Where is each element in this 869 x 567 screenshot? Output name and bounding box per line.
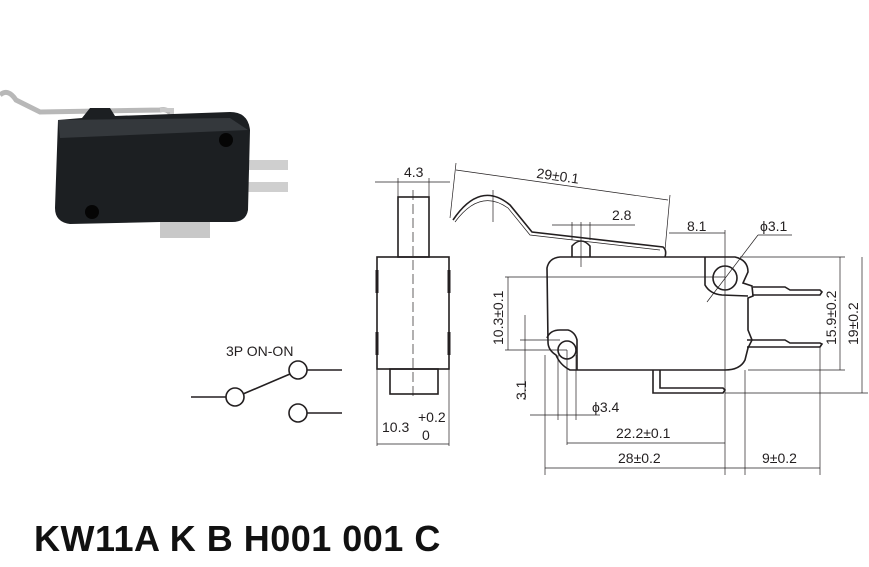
dim-lever-length: 29±0.1 [536, 165, 581, 187]
side-view [375, 178, 451, 446]
dim-hole-vertical-spacing: 10.3±0.1 [490, 290, 506, 345]
dim-hole-large: ϕ3.4 [592, 399, 620, 415]
dim-lever-overhang: 8.1 [687, 218, 707, 234]
schematic-label: 3P ON-ON [226, 343, 293, 359]
dim-body-thickness-tol-lower: 0 [422, 427, 430, 443]
switch-photo [0, 89, 288, 238]
dim-body-length: 28±0.2 [618, 450, 661, 466]
dim-body-thickness-tol-upper: +0.2 [418, 409, 446, 425]
switch-schematic: 3P ON-ON [191, 343, 342, 423]
dim-body-height: 15.9±0.2 [823, 290, 839, 345]
product-code: KW11A K B H001 001 C [34, 518, 441, 559]
front-view [449, 162, 868, 475]
dim-overall-height: 19±0.2 [845, 302, 861, 345]
dim-actuator-width: 2.8 [612, 207, 632, 223]
dim-body-thickness: 10.3 [382, 419, 409, 435]
dim-hole-offset: 3.1 [513, 380, 529, 400]
dim-hole-spacing: 22.2±0.1 [616, 425, 671, 441]
dim-plunger-width: 4.3 [404, 164, 424, 180]
dim-hole-small: ϕ3.1 [760, 218, 788, 234]
dim-terminal-length: 9±0.2 [762, 450, 797, 466]
